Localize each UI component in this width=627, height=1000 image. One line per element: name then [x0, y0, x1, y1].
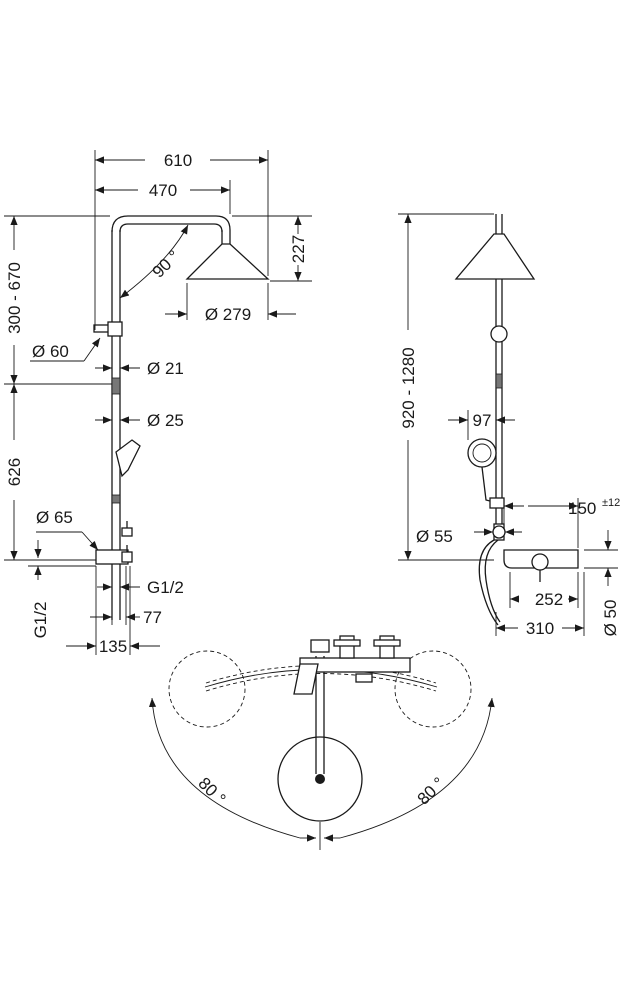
side-hand-shower: [467, 438, 497, 468]
top-shower-head: [277, 736, 363, 822]
dim-width-310: 310: [526, 619, 554, 638]
dim-dia-50: Ø 50: [601, 600, 620, 637]
dim-height-range: 300 - 670: [5, 262, 24, 334]
dim-width-arm: 470: [149, 181, 177, 200]
top-dimensions: 80 ° 80 °: [148, 697, 495, 850]
height-adjust-knob: [93, 321, 123, 337]
dim-thread-right: G1/2: [147, 578, 184, 597]
dim-angle-head: 90 °: [149, 247, 184, 282]
dim-width-252: 252: [535, 590, 563, 609]
side-joint: [490, 325, 508, 343]
pipe-joint: [111, 377, 121, 395]
dim-angle-left: 80 °: [194, 774, 229, 809]
side-shower-head: [454, 233, 536, 280]
dim-handshower-97: 97: [473, 411, 492, 430]
dim-width-overall: 610: [164, 151, 192, 170]
dim-height-side: 920 - 1280: [399, 347, 418, 428]
hand-shower: [115, 439, 141, 478]
top-view: [168, 635, 472, 822]
dim-dia-65: Ø 65: [36, 508, 73, 527]
dim-offset-77: 77: [143, 608, 162, 627]
dim-dia-60: Ø 60: [32, 342, 69, 361]
side-view: [454, 214, 579, 626]
dim-projection-150: 150: [568, 499, 596, 518]
dim-width-135: 135: [99, 637, 127, 656]
front-view: [28, 215, 270, 620]
shower-head: [185, 243, 270, 280]
side-dimensions: 920 - 1280 97 Ø 55 150 ±12 252 310: [398, 213, 620, 638]
dim-tolerance-150: ±12: [602, 497, 620, 509]
dim-height-head: 227: [289, 235, 308, 263]
top-thermostat: [299, 635, 411, 683]
dim-angle-right: 80 °: [414, 774, 449, 809]
top-head-center: [315, 774, 325, 784]
dim-height-626: 626: [5, 458, 24, 486]
front-dimensions: 610 470 227 90 ° Ø 279 300 - 670 Ø 60: [4, 150, 312, 656]
side-thermostat: [492, 523, 579, 582]
dim-dia-55: Ø 55: [416, 527, 453, 546]
dim-dia-25: Ø 25: [147, 411, 184, 430]
thermostat: [95, 521, 133, 565]
dim-dia-21: Ø 21: [147, 359, 184, 378]
top-hand-shower: [293, 663, 319, 695]
dim-dia-head: Ø 279: [205, 305, 251, 324]
dim-thread-left: G1/2: [31, 602, 50, 639]
